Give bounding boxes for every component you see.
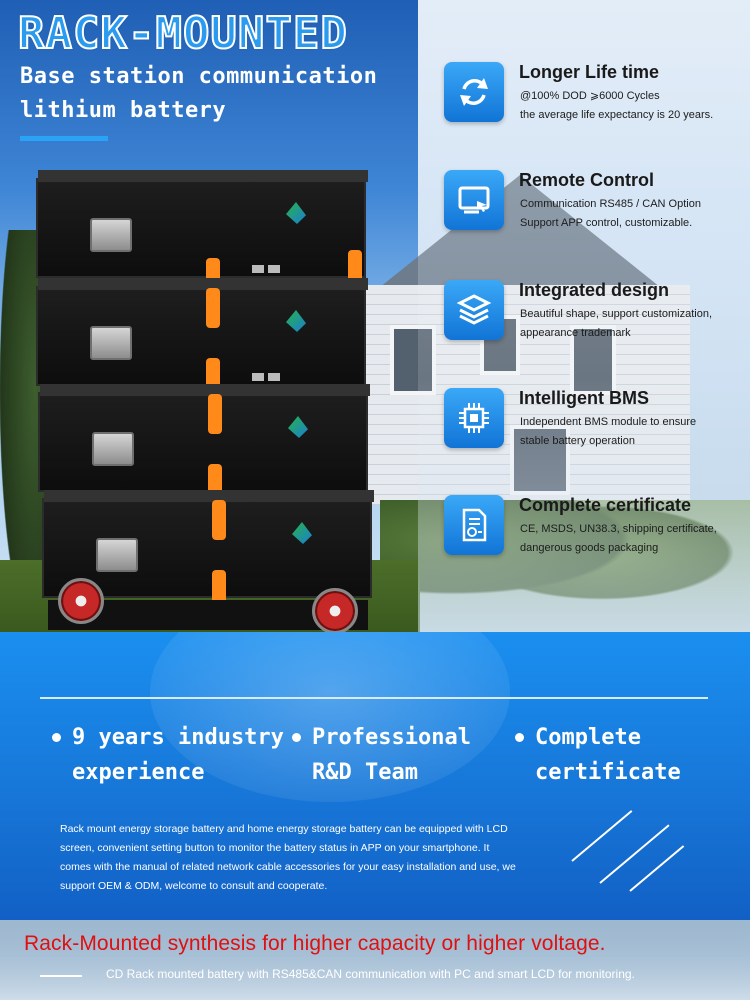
- page-subtitle-line2: lithium battery: [20, 98, 227, 123]
- battery-module: [36, 170, 368, 298]
- footer-headline: Rack-Mounted synthesis for higher capaci…: [24, 932, 606, 955]
- module-handle: [90, 326, 132, 360]
- module-handle: [90, 218, 132, 252]
- title-underline: [20, 136, 108, 141]
- footer-section: Rack-Mounted synthesis for higher capaci…: [0, 920, 750, 1000]
- page-title: RACK-MOUNTED: [17, 7, 348, 60]
- feature-desc: Communication RS485 / CAN Option: [520, 198, 701, 210]
- description-text: Rack mount energy storage battery and ho…: [60, 823, 516, 892]
- highlight-line2: experience: [72, 760, 205, 785]
- feature-desc: Support APP control, customizable.: [520, 217, 693, 229]
- highlight-line1: Complete: [535, 725, 641, 750]
- module-handle: [92, 432, 134, 466]
- feature-desc: stable battery operation: [520, 435, 635, 447]
- feature-desc: Beautiful shape, support customization,: [520, 308, 713, 320]
- brand-logo-icon: [286, 202, 306, 224]
- certificate-icon: [444, 495, 504, 555]
- decor-line: [571, 810, 633, 862]
- feature-title: Remote Control: [519, 170, 654, 190]
- battery-module: [42, 490, 374, 610]
- decor-line: [599, 824, 670, 884]
- highlights-section: 9 years industry experience Professional…: [0, 632, 750, 920]
- bullet-icon: [52, 733, 61, 742]
- caster-wheel: [58, 578, 104, 624]
- highlight-line1: Professional: [312, 725, 471, 750]
- chip-icon: [444, 388, 504, 448]
- brand-logo-icon: [288, 416, 308, 438]
- highlight-line2: R&D Team: [312, 760, 418, 785]
- highlight-line2: certificate: [535, 760, 681, 785]
- highlight-line1: 9 years industry: [72, 725, 284, 750]
- feature-desc: the average life expectancy is 20 years.: [520, 109, 714, 121]
- monitor-icon: [444, 170, 504, 230]
- refresh-cycle-icon: [444, 62, 504, 122]
- feature-title: Complete certificate: [519, 495, 692, 515]
- feature-desc: appearance trademark: [520, 327, 631, 339]
- battery-rack-image: [28, 168, 388, 632]
- battery-module: [36, 278, 368, 398]
- feature-title: Intelligent BMS: [519, 388, 649, 408]
- feature-desc: Independent BMS module to ensure: [520, 416, 697, 428]
- feature-desc: dangerous goods packaging: [520, 542, 659, 554]
- layers-icon: [444, 280, 504, 340]
- feature-title: Longer Life time: [519, 62, 660, 82]
- feature-desc: CE, MSDS, UN38.3, shipping certificate,: [520, 523, 717, 535]
- page-subtitle-line1: Base station communication: [20, 64, 378, 89]
- brand-logo-icon: [286, 310, 306, 332]
- highlight-point: 9 years industry experience: [52, 720, 284, 790]
- module-handle: [96, 538, 138, 572]
- feature-desc: @100% DOD ⩾6000 Cycles: [520, 90, 660, 102]
- highlight-point: Complete certificate: [515, 720, 681, 790]
- section-divider: [40, 697, 708, 699]
- caster-wheel: [312, 588, 358, 632]
- footer-rule: [40, 975, 82, 977]
- battery-module: [38, 384, 370, 504]
- feature-title: Integrated design: [519, 280, 670, 300]
- footer-subline: CD Rack mounted battery with RS485&CAN c…: [106, 967, 635, 981]
- bullet-icon: [515, 733, 524, 742]
- hero-section: RACK-MOUNTED Base station communication …: [0, 0, 750, 632]
- highlight-point: Professional R&D Team: [292, 720, 471, 790]
- bullet-icon: [292, 733, 301, 742]
- brand-logo-icon: [292, 522, 312, 544]
